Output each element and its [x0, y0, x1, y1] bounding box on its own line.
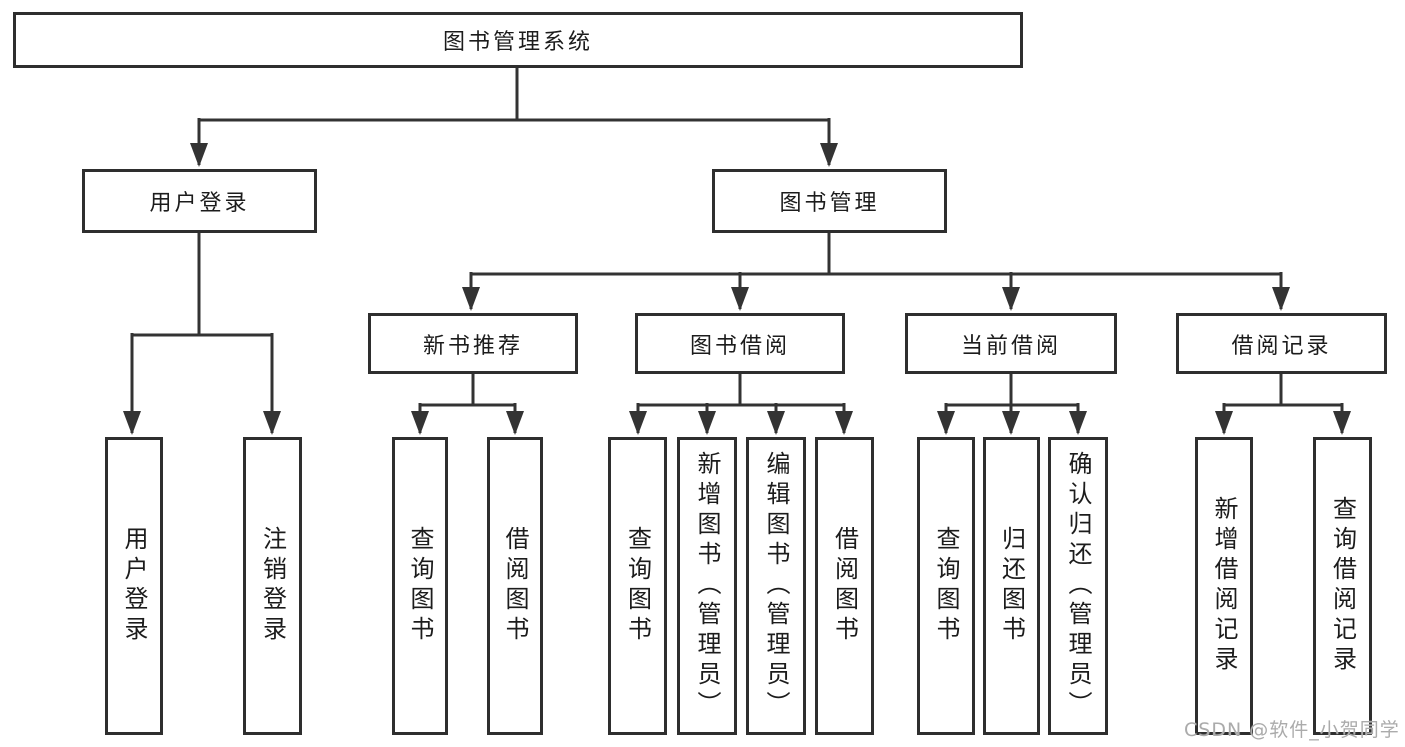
- node-new-book-recommend-label: 新书推荐: [422, 333, 523, 359]
- leaf-current-query-books-label: 查询图书: [932, 526, 960, 646]
- node-borrowing-records-label: 借阅记录: [1231, 333, 1332, 359]
- leaf-return-books-label: 归还图书: [997, 526, 1026, 646]
- csdn-watermark: CSDN @软件_小贺同学: [1184, 719, 1400, 741]
- node-root-label: 图书管理系统: [442, 30, 593, 55]
- leaf-confirm-return-admin: 确认归还（管理员）: [1048, 437, 1108, 735]
- leaf-borrowing-query-books: 查询图书: [608, 437, 667, 735]
- leaf-logout: 注销登录: [243, 437, 302, 735]
- leaf-current-query-books: 查询图书: [917, 437, 975, 735]
- leaf-edit-books-admin: 编辑图书（管理员）: [746, 437, 806, 735]
- leaf-logout-label: 注销登录: [258, 526, 287, 646]
- leaf-recommend-borrow-books: 借阅图书: [487, 437, 543, 735]
- leaf-borrowing-query-books-label: 查询图书: [623, 526, 652, 646]
- node-book-borrowing: 图书借阅: [635, 313, 845, 374]
- leaf-add-borrow-record: 新增借阅记录: [1195, 437, 1253, 735]
- node-current-borrowing-label: 当前借阅: [960, 333, 1061, 359]
- leaf-recommend-query-books: 查询图书: [392, 437, 448, 735]
- leaf-edit-books-admin-label: 编辑图书（管理员）: [762, 451, 790, 721]
- leaf-recommend-query-books-label: 查询图书: [406, 526, 434, 646]
- leaf-recommend-borrow-books-label: 借阅图书: [501, 526, 529, 646]
- node-user-login: 用户登录: [82, 169, 317, 233]
- node-root: 图书管理系统: [13, 12, 1023, 68]
- leaf-add-books-admin-label: 新增图书（管理员）: [693, 451, 721, 721]
- node-current-borrowing: 当前借阅: [905, 313, 1117, 374]
- leaf-query-borrow-record-label: 查询借阅记录: [1328, 496, 1357, 676]
- leaf-add-borrow-record-label: 新增借阅记录: [1210, 496, 1238, 676]
- leaf-return-books: 归还图书: [983, 437, 1040, 735]
- leaf-user-login: 用户登录: [105, 437, 163, 735]
- leaf-query-borrow-record: 查询借阅记录: [1313, 437, 1372, 735]
- node-book-borrowing-label: 图书借阅: [689, 333, 790, 359]
- node-user-login-label: 用户登录: [149, 191, 250, 216]
- node-new-book-recommend: 新书推荐: [368, 313, 578, 374]
- leaf-borrow-books-label: 借阅图书: [830, 526, 859, 646]
- node-book-management: 图书管理: [712, 169, 947, 233]
- leaf-add-books-admin: 新增图书（管理员）: [677, 437, 737, 735]
- node-book-management-label: 图书管理: [779, 191, 880, 216]
- leaf-borrow-books: 借阅图书: [815, 437, 874, 735]
- leaf-user-login-label: 用户登录: [120, 526, 148, 646]
- leaf-confirm-return-admin-label: 确认归还（管理员）: [1064, 451, 1092, 721]
- node-borrowing-records: 借阅记录: [1176, 313, 1387, 374]
